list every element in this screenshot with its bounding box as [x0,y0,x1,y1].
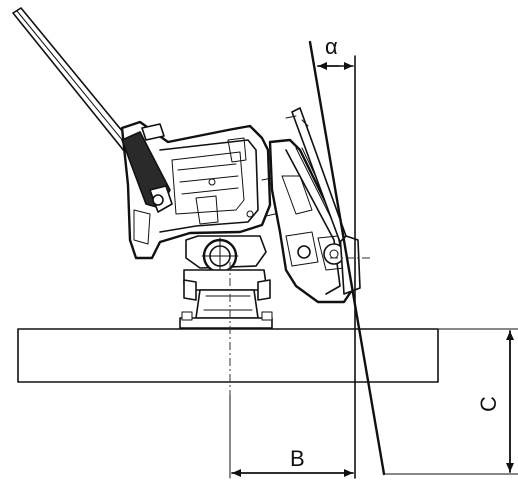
saw-blade [308,40,386,476]
saw-body [120,120,285,260]
blade-guard [268,107,361,304]
dimension-c: C [383,328,518,475]
angle-label: α [325,34,338,59]
dimension-b-label: B [290,446,305,471]
angle-dimension: α [317,34,354,70]
floor-slab [17,328,439,383]
motor-mount [179,235,273,329]
dimension-b: B [229,394,354,479]
dimension-c-label: C [476,396,501,412]
